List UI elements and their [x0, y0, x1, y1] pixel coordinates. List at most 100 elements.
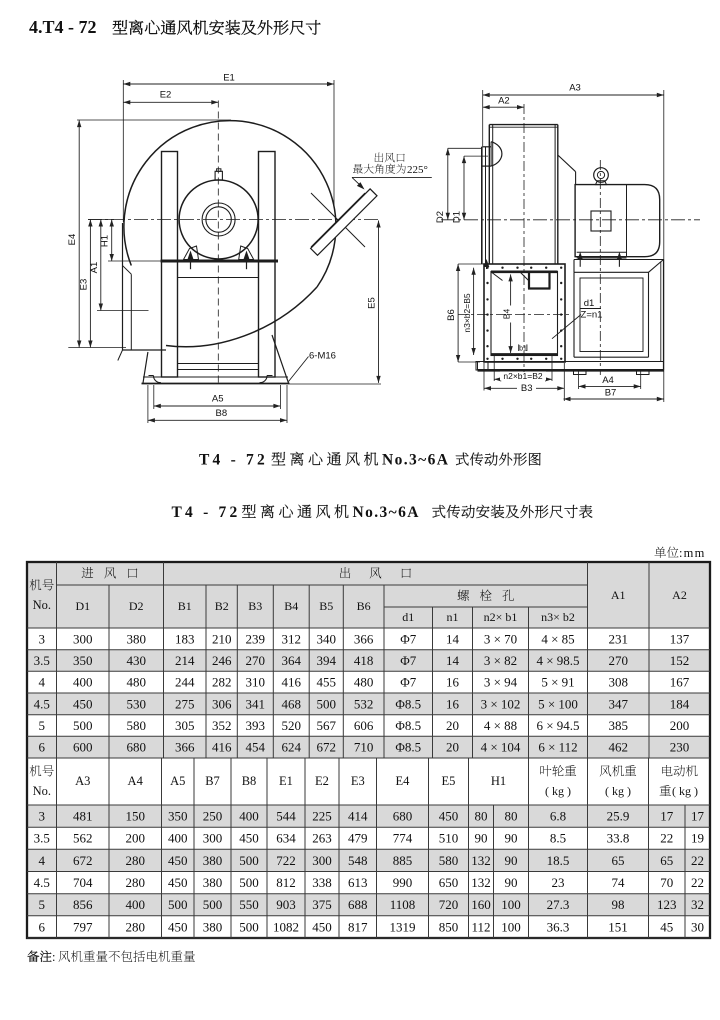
svg-text:856: 856	[73, 897, 93, 912]
svg-text:5 × 100: 5 × 100	[538, 696, 578, 711]
svg-text:341: 341	[246, 696, 266, 711]
svg-text:400: 400	[73, 675, 93, 690]
svg-text:90: 90	[505, 875, 518, 890]
svg-text:5: 5	[39, 897, 46, 912]
svg-text:308: 308	[608, 675, 628, 690]
svg-text:A2: A2	[672, 588, 687, 602]
svg-text:704: 704	[73, 875, 93, 890]
svg-text:65: 65	[612, 853, 625, 868]
svg-text:1082: 1082	[273, 919, 299, 934]
svg-text:481: 481	[73, 809, 93, 824]
svg-text:27.3: 27.3	[547, 897, 570, 912]
svg-text:n1: n1	[447, 610, 459, 624]
svg-text:455: 455	[316, 675, 336, 690]
svg-text:A3: A3	[75, 774, 90, 788]
svg-text:430: 430	[126, 653, 146, 668]
svg-text:E5: E5	[367, 297, 378, 309]
svg-text:137: 137	[670, 631, 690, 646]
svg-text:b1: b1	[519, 346, 527, 353]
svg-text:532: 532	[354, 696, 374, 711]
svg-text:231: 231	[608, 631, 628, 646]
svg-text:65: 65	[660, 853, 673, 868]
svg-text:450: 450	[73, 696, 93, 711]
svg-text:634: 634	[276, 831, 296, 846]
svg-text:688: 688	[348, 897, 368, 912]
svg-text:903: 903	[276, 897, 296, 912]
svg-text:500: 500	[239, 875, 259, 890]
svg-text:3 × 70: 3 × 70	[484, 631, 517, 646]
svg-text:T4 - 72: T4 - 72	[199, 452, 268, 469]
svg-text:22: 22	[660, 831, 673, 846]
svg-text:347: 347	[608, 696, 628, 711]
svg-text:B4: B4	[502, 309, 512, 320]
svg-text:B1: B1	[178, 599, 192, 613]
svg-text:606: 606	[354, 718, 374, 733]
svg-text:20: 20	[446, 740, 459, 755]
svg-text:454: 454	[246, 740, 266, 755]
svg-text:650: 650	[439, 875, 459, 890]
svg-text:338: 338	[312, 875, 332, 890]
svg-text:16: 16	[446, 696, 460, 711]
svg-text:Φ7: Φ7	[400, 631, 417, 646]
svg-text:8.5: 8.5	[550, 831, 566, 846]
svg-text:16: 16	[446, 675, 460, 690]
svg-text:Φ7: Φ7	[400, 675, 417, 690]
svg-text:30: 30	[691, 919, 704, 934]
svg-text:A1: A1	[611, 588, 626, 602]
svg-text:479: 479	[348, 831, 368, 846]
svg-text:B8: B8	[242, 774, 257, 788]
svg-text:5 × 91: 5 × 91	[541, 675, 574, 690]
svg-text:22: 22	[691, 875, 704, 890]
svg-text:4 × 98.5: 4 × 98.5	[536, 653, 579, 668]
svg-text:B3: B3	[521, 383, 533, 394]
svg-text:500: 500	[73, 718, 93, 733]
svg-text:98: 98	[612, 897, 625, 912]
svg-text:n3×b2=B5: n3×b2=B5	[462, 293, 472, 333]
svg-text:340: 340	[316, 631, 336, 646]
svg-text:19: 19	[691, 831, 704, 846]
svg-text:17: 17	[660, 809, 674, 824]
svg-text:350: 350	[168, 809, 188, 824]
svg-text:774: 774	[393, 831, 413, 846]
svg-text:14: 14	[446, 653, 460, 668]
svg-text:4: 4	[39, 853, 46, 868]
svg-text:580: 580	[126, 718, 146, 733]
svg-text:530: 530	[126, 696, 146, 711]
svg-text:600: 600	[73, 740, 93, 755]
svg-text:885: 885	[393, 853, 413, 868]
svg-text:A5: A5	[212, 394, 224, 405]
svg-text:562: 562	[73, 831, 93, 846]
svg-text:Z=n1: Z=n1	[581, 310, 603, 321]
svg-text:80: 80	[475, 809, 488, 824]
svg-text:B7: B7	[205, 774, 220, 788]
svg-text:74: 74	[612, 875, 626, 890]
svg-text:No.: No.	[33, 598, 51, 612]
svg-text:263: 263	[312, 831, 332, 846]
svg-text:6: 6	[39, 740, 46, 755]
svg-text:450: 450	[239, 831, 259, 846]
svg-text:4: 4	[39, 675, 46, 690]
svg-text:280: 280	[125, 875, 145, 890]
svg-text:No.: No.	[33, 784, 51, 798]
svg-text:270: 270	[608, 653, 628, 668]
svg-text:H1: H1	[491, 774, 506, 788]
svg-text:1319: 1319	[390, 919, 416, 934]
svg-text:300: 300	[203, 831, 223, 846]
svg-text:4 × 85: 4 × 85	[541, 631, 574, 646]
svg-text:680: 680	[126, 740, 146, 755]
svg-text:20: 20	[446, 718, 459, 733]
svg-text:416: 416	[281, 675, 301, 690]
svg-text:B2: B2	[215, 599, 229, 613]
svg-text:B5: B5	[319, 599, 333, 613]
svg-text:14: 14	[446, 631, 460, 646]
svg-text:312: 312	[281, 631, 301, 646]
svg-text:167: 167	[670, 675, 690, 690]
svg-text:375: 375	[312, 897, 332, 912]
svg-text:548: 548	[348, 853, 368, 868]
svg-text:385: 385	[608, 718, 628, 733]
svg-text::mm: :mm	[679, 546, 706, 560]
svg-text:4.T4 - 72: 4.T4 - 72	[29, 17, 97, 37]
svg-text:306: 306	[212, 696, 232, 711]
svg-text:380: 380	[203, 853, 223, 868]
svg-text:B6: B6	[357, 599, 371, 613]
